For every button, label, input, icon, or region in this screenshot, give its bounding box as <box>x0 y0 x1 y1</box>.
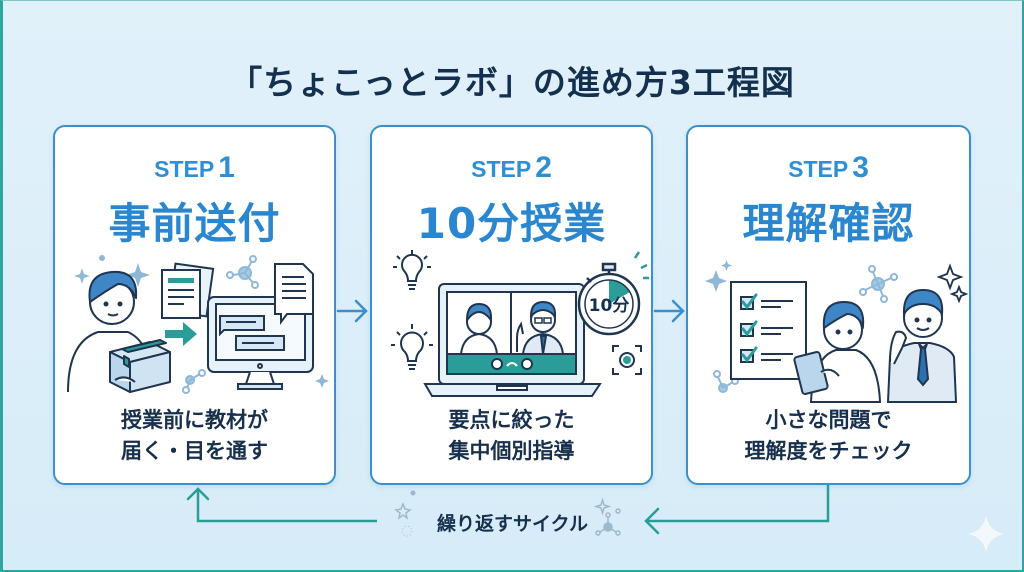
package-box <box>109 339 171 393</box>
student-figure <box>793 300 882 403</box>
checklist-icon <box>730 281 807 380</box>
student-avatar <box>459 302 499 355</box>
description-line: 授業前に教材が <box>121 408 268 432</box>
step-title: 事前送付 <box>108 199 281 248</box>
step-title: 理解確認 <box>742 199 915 248</box>
arrow-right-icon <box>165 322 197 346</box>
cycle-label: 繰り返すサイクル <box>436 513 589 535</box>
step-description: 授業前に教材が 届く・目を通す <box>55 405 334 467</box>
description-line: 要点に絞った <box>448 408 575 432</box>
molecule-icon <box>182 255 259 394</box>
teacher-figure <box>886 288 958 403</box>
illustration-understanding-check <box>705 260 969 403</box>
step-number: 2 <box>535 151 552 184</box>
description-line: 理解度をチェック <box>744 439 913 463</box>
teacher-avatar <box>516 300 565 355</box>
timer-text: 10分 <box>589 296 630 316</box>
lightbulb-icon <box>393 250 431 290</box>
description-line: 小さな問題で <box>765 408 892 432</box>
description-line: 届く・目を通す <box>121 439 268 463</box>
sparkle-icon <box>74 255 329 388</box>
arrow-right-icon <box>336 299 368 323</box>
lightbulb-icon <box>391 324 433 370</box>
arrow-right-icon <box>653 299 685 323</box>
molecule-icon <box>713 265 898 393</box>
description-line: 集中個別指導 <box>448 439 575 463</box>
sparkle-icon <box>394 497 612 520</box>
molecule-icon <box>595 508 621 536</box>
step-number: 1 <box>218 151 235 184</box>
step-number: 3 <box>852 151 869 184</box>
step-word: STEP <box>471 156 532 182</box>
illustration-video-lesson: 10分 <box>391 250 649 397</box>
sparkle-icon <box>968 516 1004 552</box>
speech-document-icon <box>274 263 314 325</box>
stopwatch-icon <box>577 251 649 336</box>
dot-icon <box>410 490 416 496</box>
arrow-up-icon <box>186 487 210 501</box>
step-title: 10分授業 <box>416 199 607 248</box>
focus-target-icon <box>612 345 642 375</box>
dotted-circle-icon <box>401 525 413 537</box>
sparkle-icon <box>936 263 969 304</box>
illustration-student-package <box>67 255 329 394</box>
sparkle-icon <box>705 260 732 292</box>
step-description: 小さな問題で 理解度をチェック <box>688 405 969 467</box>
laptop-icon <box>423 283 602 397</box>
document-icon <box>161 262 215 319</box>
step-word: STEP <box>788 156 849 182</box>
page-title: 「ちょこっとラボ」の進め方3工程図 <box>229 63 795 102</box>
step-word: STEP <box>154 156 215 182</box>
step-description: 要点に絞った 集中個別指導 <box>372 405 651 467</box>
arrow-left-icon <box>644 507 660 535</box>
cycle-return-arrow <box>186 485 830 537</box>
